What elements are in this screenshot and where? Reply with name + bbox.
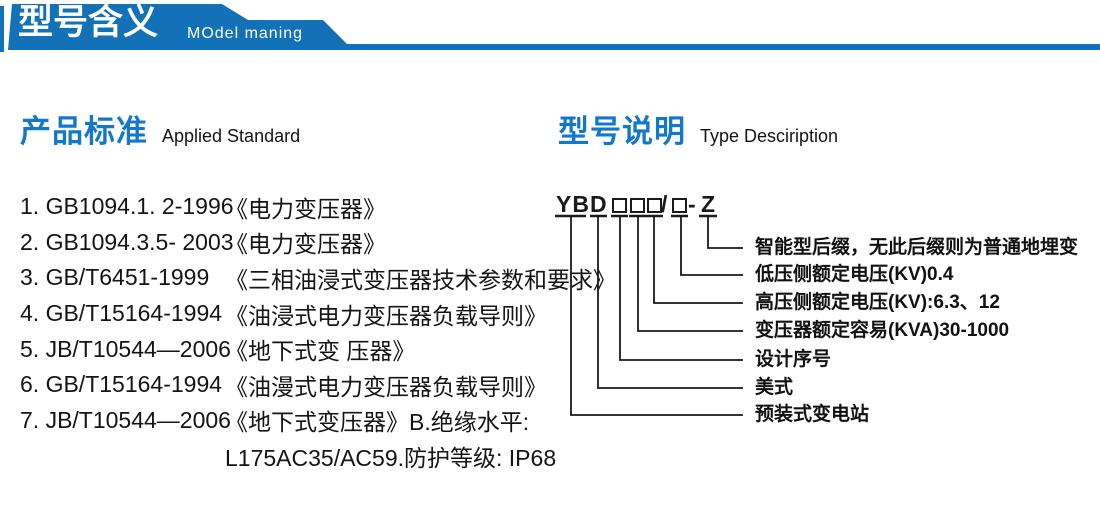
standard-code: 1. GB1094.1. 2-1996 [20, 193, 234, 220]
standard-row: 5. JB/T10544—2006 《地下式变 压器》 [20, 331, 550, 367]
standard-code: 4. GB/T15164-1994 [20, 300, 223, 327]
standard-code: 7. JB/T10544—2006 [20, 406, 231, 433]
standard-row: 3. GB/T6451-1999 《三相油浸式变压器技术参数和要求》 [20, 260, 616, 296]
standard-code: 3. GB/T6451-1999 [20, 264, 210, 291]
standard-title: 《电力变压器》 [225, 195, 386, 222]
standard-row: 6. GB/T15164-1994 《油漫式电力变压器负载导则》 [20, 367, 550, 403]
standard-title: 《地下式变 压器》 [225, 338, 416, 365]
model-code-prefix: YB [556, 191, 590, 217]
left-heading-zh: 产品标准 [20, 114, 148, 149]
diagram-label-hv-voltage: 高压侧额定电压(KV):6.3、12 [755, 292, 1000, 313]
model-code-series: D [590, 191, 607, 217]
standard-title: L175AC35/AC59.防护等级: IP68 [225, 444, 557, 471]
standard-row: 2. GB1094.3.5- 2003 《电力变压器》 [20, 225, 550, 261]
banner-title: 型号含义 [18, 3, 159, 42]
standard-row-continuation: L175AC35/AC59.防护等级: IP68 [20, 438, 556, 474]
banner-subtitle: MOdel maning [187, 25, 304, 42]
standard-row: 1. GB1094.1. 2-1996 《电力变压器》 [20, 189, 550, 225]
standard-title: 《油漫式电力变压器负载导则》 [225, 373, 547, 400]
standard-title: 《电力变压器》 [225, 231, 386, 258]
standard-row: 4. GB/T15164-1994 《油浸式电力变压器负载导则》 [20, 296, 550, 332]
standard-title: 《三相油浸式变压器技术参数和要求》 [225, 266, 616, 293]
standards-list: 1. GB1094.1. 2-1996 《电力变压器》 2. GB1094.3.… [20, 189, 616, 474]
standard-code: 2. GB1094.3.5- 2003 [20, 228, 234, 255]
page-banner: 型号含义 MOdel maning [0, 0, 1100, 60]
model-code-box [612, 198, 627, 213]
standard-title: 《地下式变压器》B.绝缘水平: [225, 409, 530, 436]
diagram-label-rated-capacity: 变压器额定容易(KVA)30-1000 [755, 320, 1010, 341]
standard-code: 6. GB/T15164-1994 [20, 371, 223, 398]
model-code-suffix: Z [701, 191, 716, 217]
model-code-box [672, 198, 687, 213]
model-code-dash: - [688, 191, 696, 217]
right-heading-zh: 型号说明 [558, 114, 686, 149]
diagram-label-design-serial: 设计序号 [755, 349, 832, 370]
standard-title: 《油浸式电力变压器负载导则》 [225, 302, 547, 329]
model-code-diagram: YB D / - Z 智能型后缀，无此后缀则为普通地埋变 低压侧额定电压(KV)… [550, 100, 1100, 505]
right-heading-en: Type Desciription [700, 126, 839, 146]
left-heading-en: Applied Standard [162, 126, 301, 146]
diagram-label-smart-suffix: 智能型后缀，无此后缀则为普通地埋变 [755, 237, 1079, 258]
banner-ribbon-shape [0, 4, 1100, 52]
diagram-label-american-style: 美式 [755, 377, 794, 398]
standard-code: 5. JB/T10544—2006 [20, 335, 231, 362]
model-code-box [647, 198, 662, 213]
model-code-box [630, 198, 645, 213]
standard-row: 7. JB/T10544—2006 《地下式变压器》B.绝缘水平: [20, 403, 550, 439]
model-code-slash: / [661, 191, 668, 217]
right-section-heading: 型号说明 Type Desciription [558, 106, 838, 151]
diagram-label-lv-voltage: 低压侧额定电压(KV)0.4 [755, 264, 954, 285]
diagram-label-prefab-substation: 预装式变电站 [755, 404, 870, 425]
left-section-heading: 产品标准 Applied Standard [20, 106, 300, 151]
